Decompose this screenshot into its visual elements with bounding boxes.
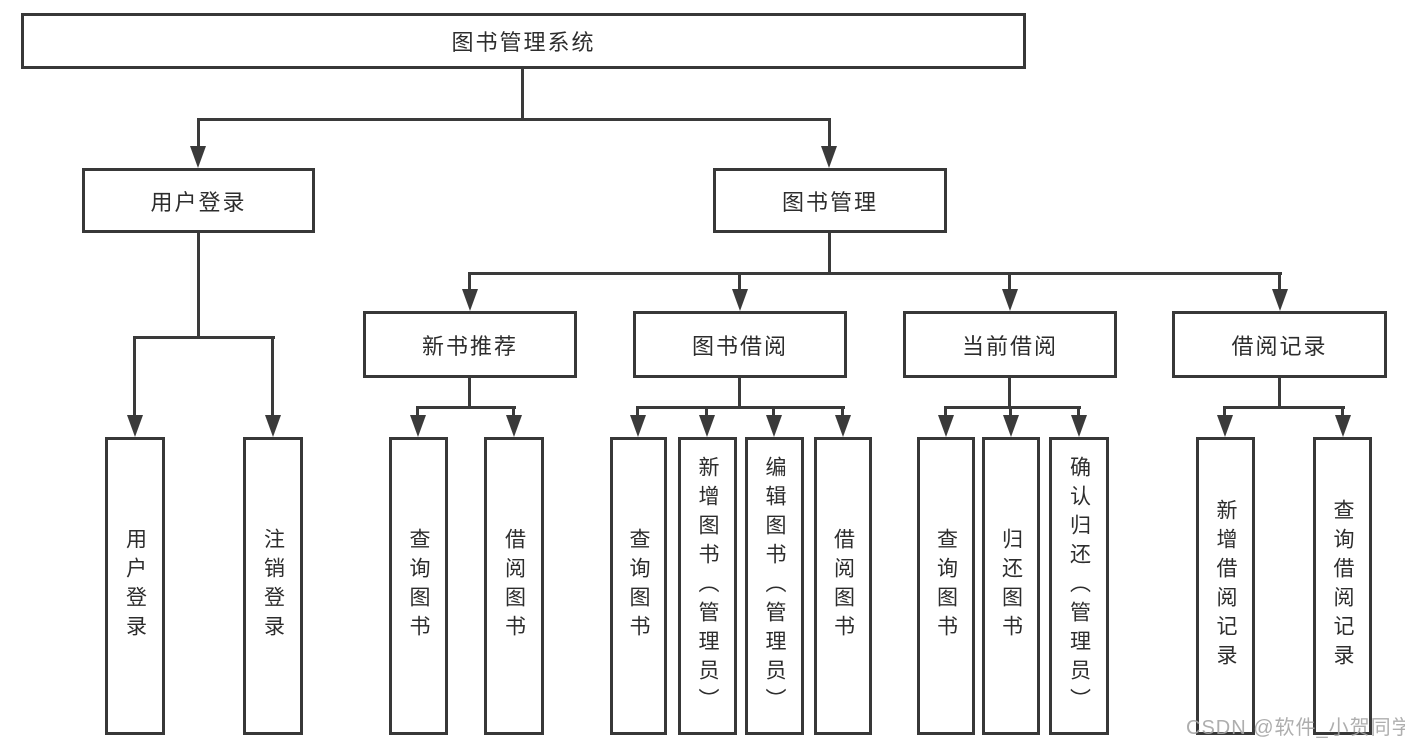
connector-vline (841, 406, 844, 419)
node-label: 图书管理系统 (451, 30, 596, 55)
connector-vline (1223, 406, 1226, 419)
arrow-down-icon (1335, 415, 1351, 437)
csdn-watermark: CSDN @软件_小贺同学 (1186, 717, 1405, 739)
connector-vline (705, 406, 708, 419)
node-borrowing-records: 借阅记录 (1172, 311, 1387, 378)
leaf-label: 编辑图书（管理员） (763, 455, 786, 717)
connector-vline (1278, 272, 1281, 293)
leaf-confirm-return-admin: 确认归还（管理员） (1049, 437, 1109, 735)
connector-vline (944, 406, 947, 419)
connector-hline (636, 406, 845, 409)
leaf-logout: 注销登录 (243, 437, 303, 735)
arrow-down-icon (938, 415, 954, 437)
arrow-down-icon (265, 415, 281, 437)
leaf-return-book: 归还图书 (982, 437, 1040, 735)
connector-vline (512, 406, 515, 419)
leaf-edit-book-admin: 编辑图书（管理员） (745, 437, 804, 735)
node-book-management: 图书管理 (713, 168, 947, 233)
connector-vline (1341, 406, 1344, 419)
arrow-down-icon (1002, 289, 1018, 311)
connector-vline (271, 336, 274, 419)
leaf-user-login: 用户登录 (105, 437, 165, 735)
connector-hline (197, 118, 831, 121)
leaf-label: 新增图书（管理员） (696, 455, 719, 717)
node-label: 当前借阅 (961, 333, 1058, 359)
connector-vline (1008, 378, 1011, 406)
node-label: 用户登录 (150, 189, 247, 215)
leaf-label: 新增借阅记录 (1214, 499, 1237, 673)
node-label: 图书借阅 (691, 333, 788, 359)
arrow-down-icon (410, 415, 426, 437)
connector-vline (468, 378, 471, 406)
arrow-down-icon (835, 415, 851, 437)
leaf-borrow-books: 借阅图书 (814, 437, 872, 735)
leaf-query-books-recommend: 查询图书 (389, 437, 448, 735)
node-book-borrowing: 图书借阅 (633, 311, 847, 378)
arrow-down-icon (1217, 415, 1233, 437)
connector-vline (1278, 378, 1281, 406)
arrow-down-icon (699, 415, 715, 437)
arrow-down-icon (462, 289, 478, 311)
leaf-add-book-admin: 新增图书（管理员） (678, 437, 737, 735)
connector-vline (1008, 272, 1011, 293)
node-current-borrowing: 当前借阅 (903, 311, 1117, 378)
node-new-book-recommend: 新书推荐 (363, 311, 577, 378)
leaf-borrow-books-recommend: 借阅图书 (484, 437, 544, 735)
node-user-login-branch: 用户登录 (82, 168, 315, 233)
arrow-down-icon (766, 415, 782, 437)
connector-vline (636, 406, 639, 419)
arrow-down-icon (1003, 415, 1019, 437)
leaf-label: 借阅图书 (502, 528, 526, 644)
connector-hline (133, 336, 275, 339)
node-label: 借阅记录 (1231, 333, 1328, 359)
leaf-query-borrow-record: 查询借阅记录 (1313, 437, 1372, 735)
arrow-down-icon (1272, 289, 1288, 311)
arrow-down-icon (190, 146, 206, 168)
arrow-down-icon (732, 289, 748, 311)
leaf-label: 查询图书 (407, 528, 430, 644)
arrow-down-icon (127, 415, 143, 437)
connector-vline (828, 118, 831, 150)
leaf-label: 用户登录 (123, 528, 147, 644)
arrow-down-icon (506, 415, 522, 437)
arrow-down-icon (1071, 415, 1087, 437)
connector-hline (416, 406, 516, 409)
leaf-label: 注销登录 (261, 528, 285, 644)
connector-hline (944, 406, 1081, 409)
connector-vline (133, 336, 136, 419)
node-label: 图书管理 (781, 189, 878, 215)
node-label: 新书推荐 (421, 333, 518, 359)
leaf-label: 查询借阅记录 (1331, 499, 1354, 673)
leaf-query-books-borrowing: 查询图书 (610, 437, 667, 735)
connector-vline (828, 233, 831, 272)
connector-vline (738, 378, 741, 406)
leaf-label: 借阅图书 (831, 528, 855, 644)
connector-vline (197, 233, 200, 336)
leaf-label: 确认归还（管理员） (1067, 455, 1091, 717)
connector-vline (416, 406, 419, 419)
leaf-label: 查询图书 (627, 528, 650, 644)
node-library-management-system: 图书管理系统 (21, 13, 1026, 69)
leaf-add-borrow-record: 新增借阅记录 (1196, 437, 1255, 735)
connector-vline (468, 272, 471, 293)
connector-vline (521, 69, 524, 118)
arrow-down-icon (821, 146, 837, 168)
leaf-label: 归还图书 (999, 528, 1023, 644)
arrow-down-icon (630, 415, 646, 437)
leaf-label: 查询图书 (934, 528, 958, 644)
connector-vline (772, 406, 775, 419)
connector-hline (1223, 406, 1345, 409)
connector-hline (468, 272, 1282, 275)
connector-vline (738, 272, 741, 293)
leaf-query-books-current: 查询图书 (917, 437, 975, 735)
connector-vline (1009, 406, 1012, 419)
connector-vline (197, 118, 200, 150)
connector-vline (1077, 406, 1080, 419)
